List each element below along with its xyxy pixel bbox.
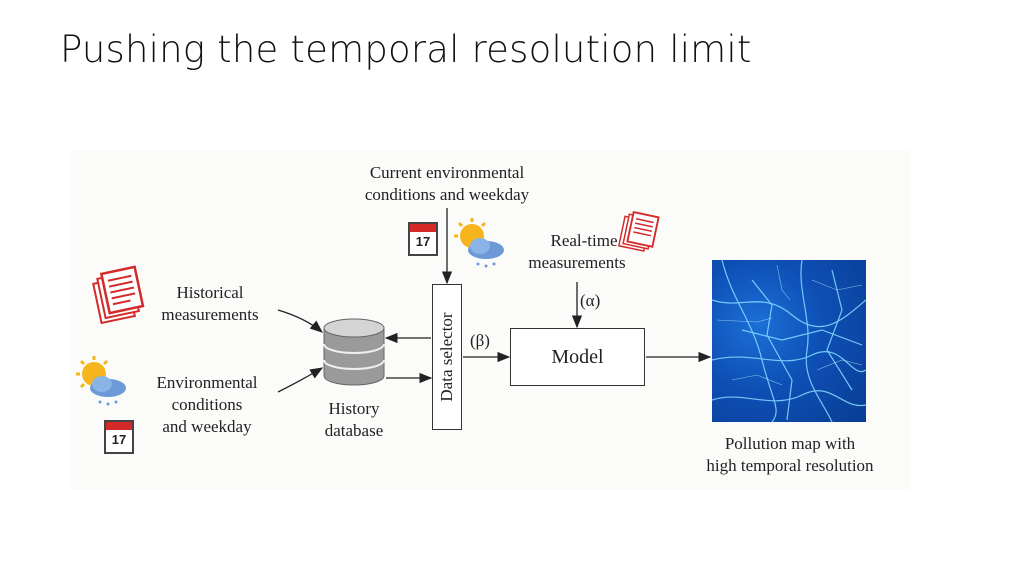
data-selector-box: Data selector — [432, 284, 462, 430]
realtime-measurements-label: Real-time measurements — [528, 231, 626, 272]
data-selector-label: Data selector — [437, 312, 456, 402]
document-stack-icon — [617, 210, 660, 252]
sun-cloud-rain-icon — [454, 218, 504, 268]
model-label: Model — [551, 345, 604, 368]
system-diagram: 17 17 Current environmental conditions a… — [70, 150, 910, 490]
pollution-map-roads — [712, 260, 866, 422]
arrow-environmental-to-database — [277, 367, 324, 393]
diagram-arrows — [76, 208, 712, 406]
calendar-icon: 17 — [104, 420, 134, 454]
calendar-day: 17 — [415, 234, 431, 249]
calendar-icon: 17 — [408, 222, 438, 256]
historical-measurements-label: Historical measurements — [161, 283, 259, 324]
database-icon — [323, 318, 385, 386]
beta-label: (β) — [470, 331, 490, 350]
sun-cloud-rain-icon — [76, 356, 126, 406]
pollution-map-image — [712, 260, 866, 422]
calendar-day: 17 — [111, 432, 127, 447]
model-box: Model — [510, 328, 645, 386]
pollution-map-label: Pollution map with high temporal resolut… — [706, 434, 874, 475]
arrow-historical-to-database — [277, 309, 324, 333]
current-conditions-label: Current environmental conditions and wee… — [364, 163, 530, 204]
document-stack-icon — [92, 265, 145, 325]
alpha-label: (α) — [580, 291, 601, 310]
environmental-conditions-label: Environmental conditions and weekday — [156, 373, 258, 436]
slide-title: Pushing the temporal resolution limit — [60, 28, 752, 71]
history-database-label: History database — [324, 399, 384, 440]
